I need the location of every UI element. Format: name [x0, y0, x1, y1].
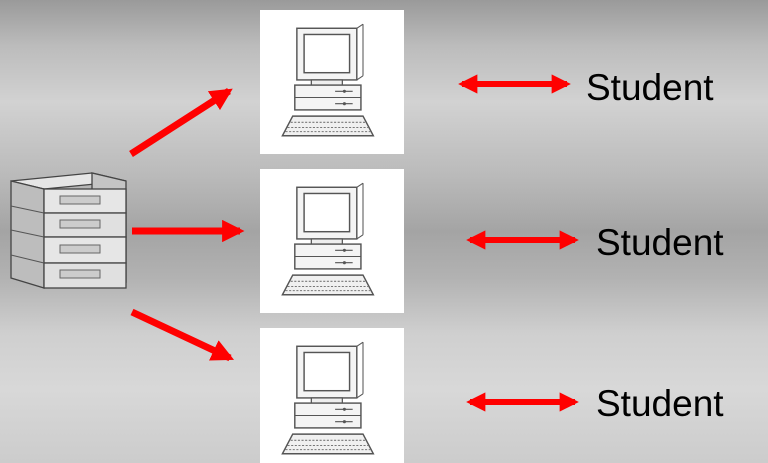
- computer-bottom: [260, 328, 404, 463]
- computer-top: [260, 10, 404, 154]
- student-label-3: Student: [596, 383, 724, 424]
- student-label-2: Student: [596, 222, 724, 263]
- computer-middle: [260, 169, 404, 313]
- arrow-server-to-top: [129, 88, 233, 157]
- server-rack-icon: [10, 172, 127, 289]
- arrow-server-to-bottom: [130, 308, 235, 362]
- student-label-1: Student: [586, 67, 714, 108]
